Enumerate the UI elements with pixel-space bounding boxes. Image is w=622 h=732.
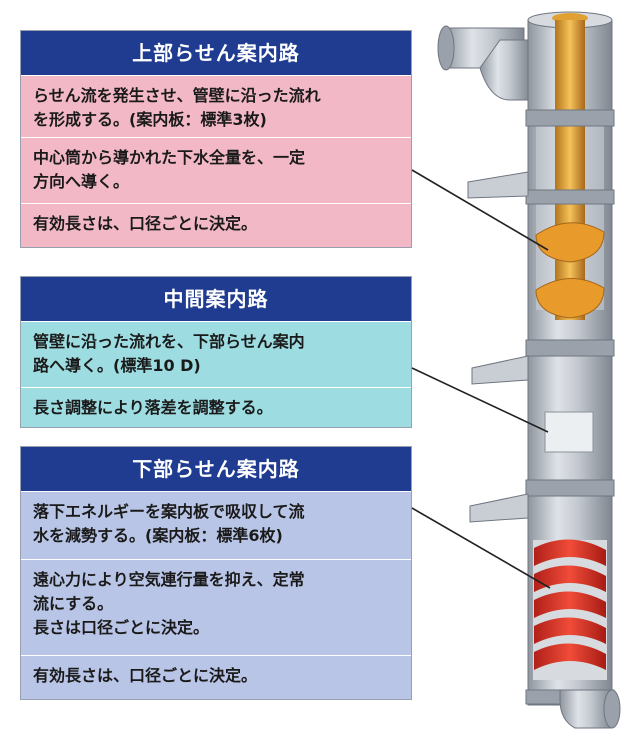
- pipe-bands: [525, 109, 615, 705]
- upper-row1-line1: らせん流を発生させ、管壁に沿った流れ: [33, 86, 321, 105]
- upper-row1-line2: を形成する。(案内板：標準3枚): [33, 110, 267, 129]
- lower-spiral-guide-title: 下部らせん案内路: [21, 447, 411, 491]
- inlet-pipe: [437, 25, 531, 101]
- lower-row2-line1: 遠心力により空気連行量を抑え、定常: [33, 570, 305, 589]
- upper-description-row-1: らせん流を発生させ、管壁に沿った流れ を形成する。(案内板：標準3枚): [21, 75, 411, 137]
- middle-inspection-window: [544, 411, 594, 453]
- middle-guide-title: 中間案内路: [21, 277, 411, 321]
- lower-spiral-guide-panel: 下部らせん案内路 落下エネルギーを案内板で吸収して流 水を減勢する。(案内板：標…: [20, 446, 412, 700]
- lower-description-row-1: 落下エネルギーを案内板で吸収して流 水を減勢する。(案内板：標準6枚): [21, 491, 411, 559]
- leader-lines: [411, 169, 551, 589]
- lower-row2-line2: 流にする。: [33, 594, 114, 613]
- lower-row1-line2: 水を減勢する。(案内板：標準6枚): [33, 526, 283, 545]
- lower-helix: [533, 539, 607, 680]
- upper-description-row-2: 中心筒から導かれた下水全量を、一定 方向へ導く。: [21, 137, 411, 203]
- inner-cylinder: [555, 20, 585, 320]
- lower-row3-line1: 有効長さは、口径ごとに決定。: [33, 666, 258, 685]
- upper-spiral-guide-panel: 上部らせん案内路 らせん流を発生させ、管壁に沿った流れ を形成する。(案内板：標…: [20, 30, 412, 248]
- support-brackets: [467, 171, 529, 523]
- lower-description-row-2: 遠心力により空気連行量を抑え、定常 流にする。 長さは口径ごとに決定。: [21, 559, 411, 655]
- middle-row1-line1: 管壁に沿った流れを、下部らせん案内: [33, 332, 305, 351]
- upper-spiral-guide-title: 上部らせん案内路: [21, 31, 411, 75]
- middle-row1-line2: 路へ導く。(標準10 D): [33, 356, 201, 375]
- lower-row1-line1: 落下エネルギーを案内板で吸収して流: [33, 502, 305, 521]
- outlet-pipe: [559, 689, 621, 729]
- middle-description-row-1: 管壁に沿った流れを、下部らせん案内 路へ導く。(標準10 D): [21, 321, 411, 387]
- upper-description-row-3: 有効長さは、口径ごとに決定。: [21, 203, 411, 247]
- middle-guide-panel: 中間案内路 管壁に沿った流れを、下部らせん案内 路へ導く。(標準10 D) 長さ…: [20, 276, 412, 428]
- upper-helix: [535, 222, 605, 319]
- upper-row2-line1: 中心筒から導かれた下水全量を、一定: [33, 148, 306, 167]
- middle-description-row-2: 長さ調整により落差を調整する。: [21, 387, 411, 427]
- lower-description-row-3: 有効長さは、口径ごとに決定。: [21, 655, 411, 699]
- middle-row2-line1: 長さ調整により落差を調整する。: [33, 398, 273, 417]
- lower-row2-line3: 長さは口径ごとに決定。: [33, 618, 210, 637]
- upper-row3-line1: 有効長さは、口径ごとに決定。: [33, 214, 258, 233]
- upper-row2-line2: 方向へ導く。: [33, 172, 130, 191]
